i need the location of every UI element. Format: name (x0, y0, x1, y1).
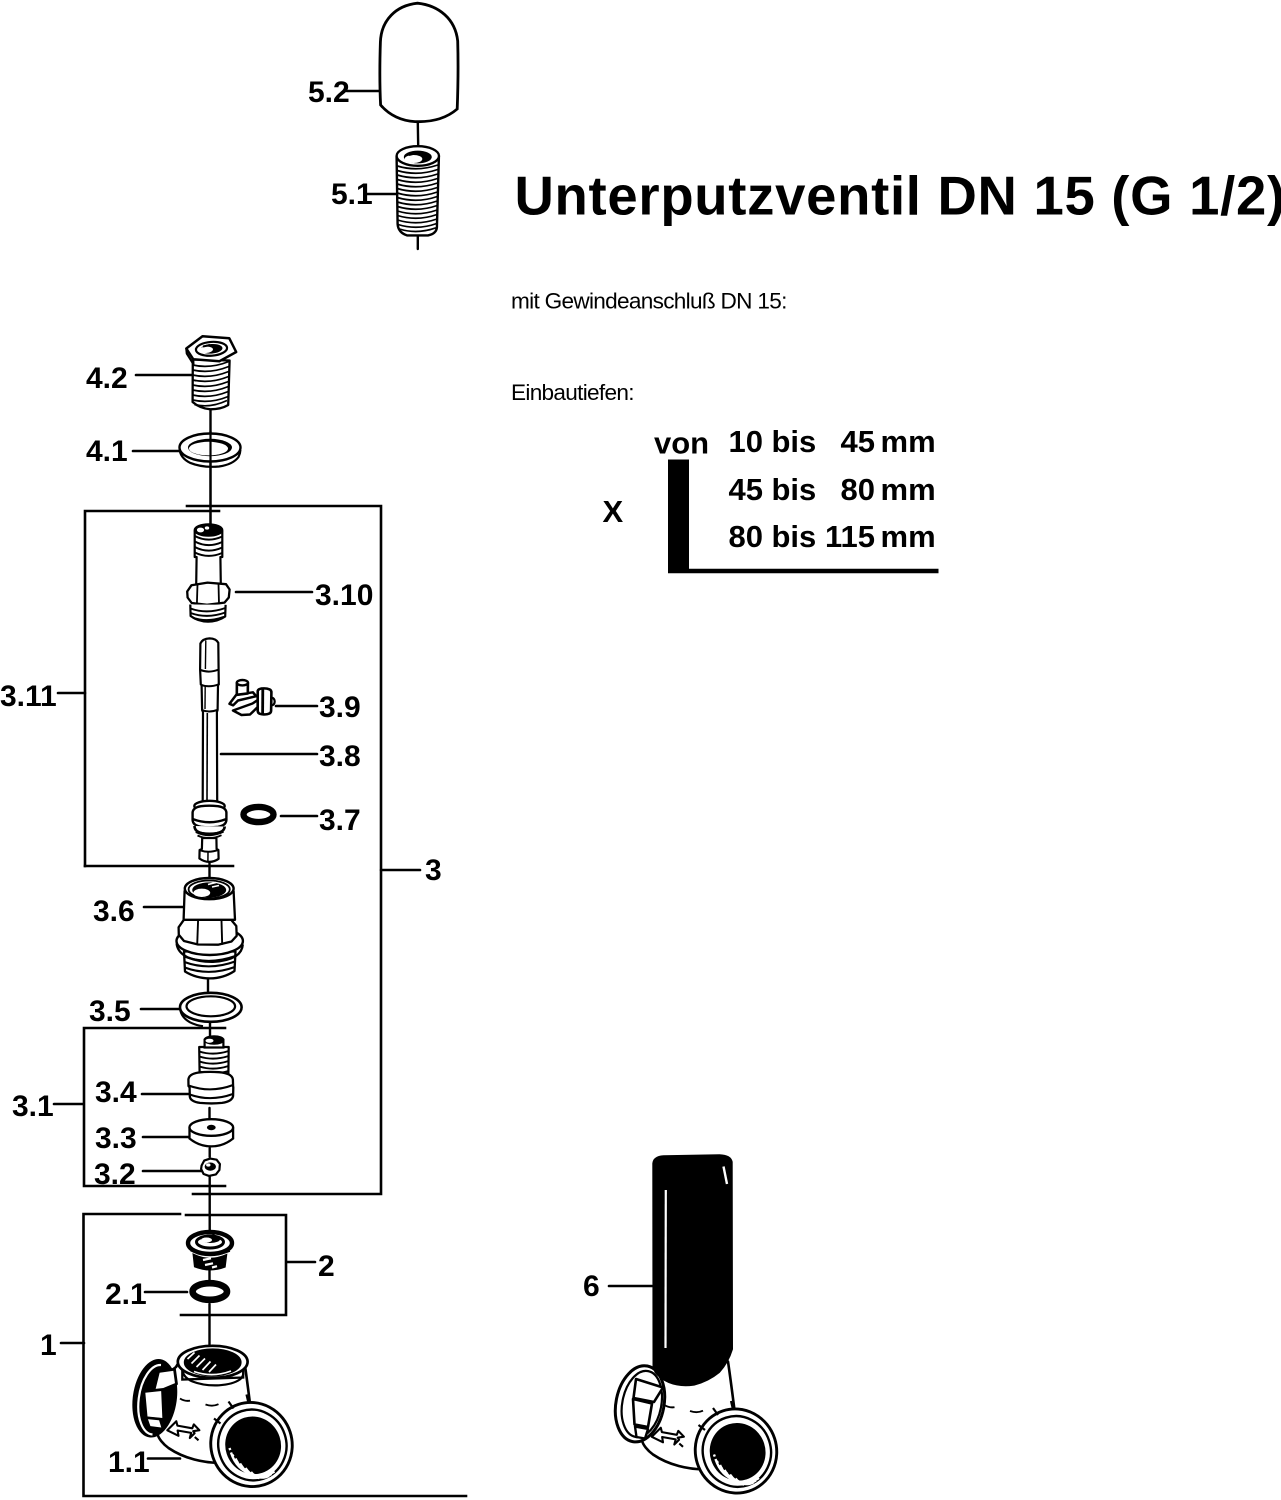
svg-text:1.1: 1.1 (108, 1446, 150, 1479)
svg-text:X: X (603, 494, 624, 529)
svg-text:2.1: 2.1 (105, 1278, 147, 1311)
svg-text:3.6: 3.6 (93, 895, 135, 928)
svg-text:3.4: 3.4 (95, 1076, 137, 1109)
svg-text:115: 115 (825, 519, 875, 554)
svg-text:45: 45 (841, 424, 875, 459)
svg-text:bis: bis (772, 424, 817, 459)
svg-text:3.1: 3.1 (12, 1090, 54, 1123)
svg-text:5.2: 5.2 (308, 76, 350, 109)
svg-text:1: 1 (40, 1329, 57, 1362)
svg-text:mm: mm (881, 424, 936, 459)
svg-text:Unterputzventil DN 15 (G 1/2): Unterputzventil DN 15 (G 1/2) (515, 166, 1281, 227)
svg-text:Einbautiefen:: Einbautiefen: (511, 380, 634, 405)
svg-text:3.11: 3.11 (0, 680, 57, 713)
svg-text:10: 10 (729, 424, 763, 459)
svg-text:von: von (654, 426, 709, 461)
svg-text:4.2: 4.2 (86, 362, 128, 395)
svg-text:3.8: 3.8 (319, 740, 361, 773)
svg-text:4.1: 4.1 (86, 435, 128, 468)
svg-text:45: 45 (729, 472, 763, 507)
svg-text:80: 80 (729, 519, 763, 554)
svg-text:80: 80 (841, 472, 875, 507)
svg-text:2: 2 (318, 1250, 335, 1283)
svg-text:3: 3 (425, 854, 442, 887)
svg-text:3.10: 3.10 (315, 579, 373, 612)
svg-text:3.7: 3.7 (319, 804, 361, 837)
svg-text:3.3: 3.3 (95, 1122, 137, 1155)
svg-text:mm: mm (881, 519, 936, 554)
svg-text:bis: bis (772, 472, 817, 507)
svg-text:mm: mm (881, 472, 936, 507)
svg-text:mit Gewindeanschluß DN 15:: mit Gewindeanschluß DN 15: (511, 289, 787, 314)
svg-text:bis: bis (772, 519, 817, 554)
svg-text:3.5: 3.5 (89, 995, 131, 1028)
svg-text:3.9: 3.9 (319, 691, 361, 724)
svg-text:6: 6 (583, 1270, 600, 1303)
